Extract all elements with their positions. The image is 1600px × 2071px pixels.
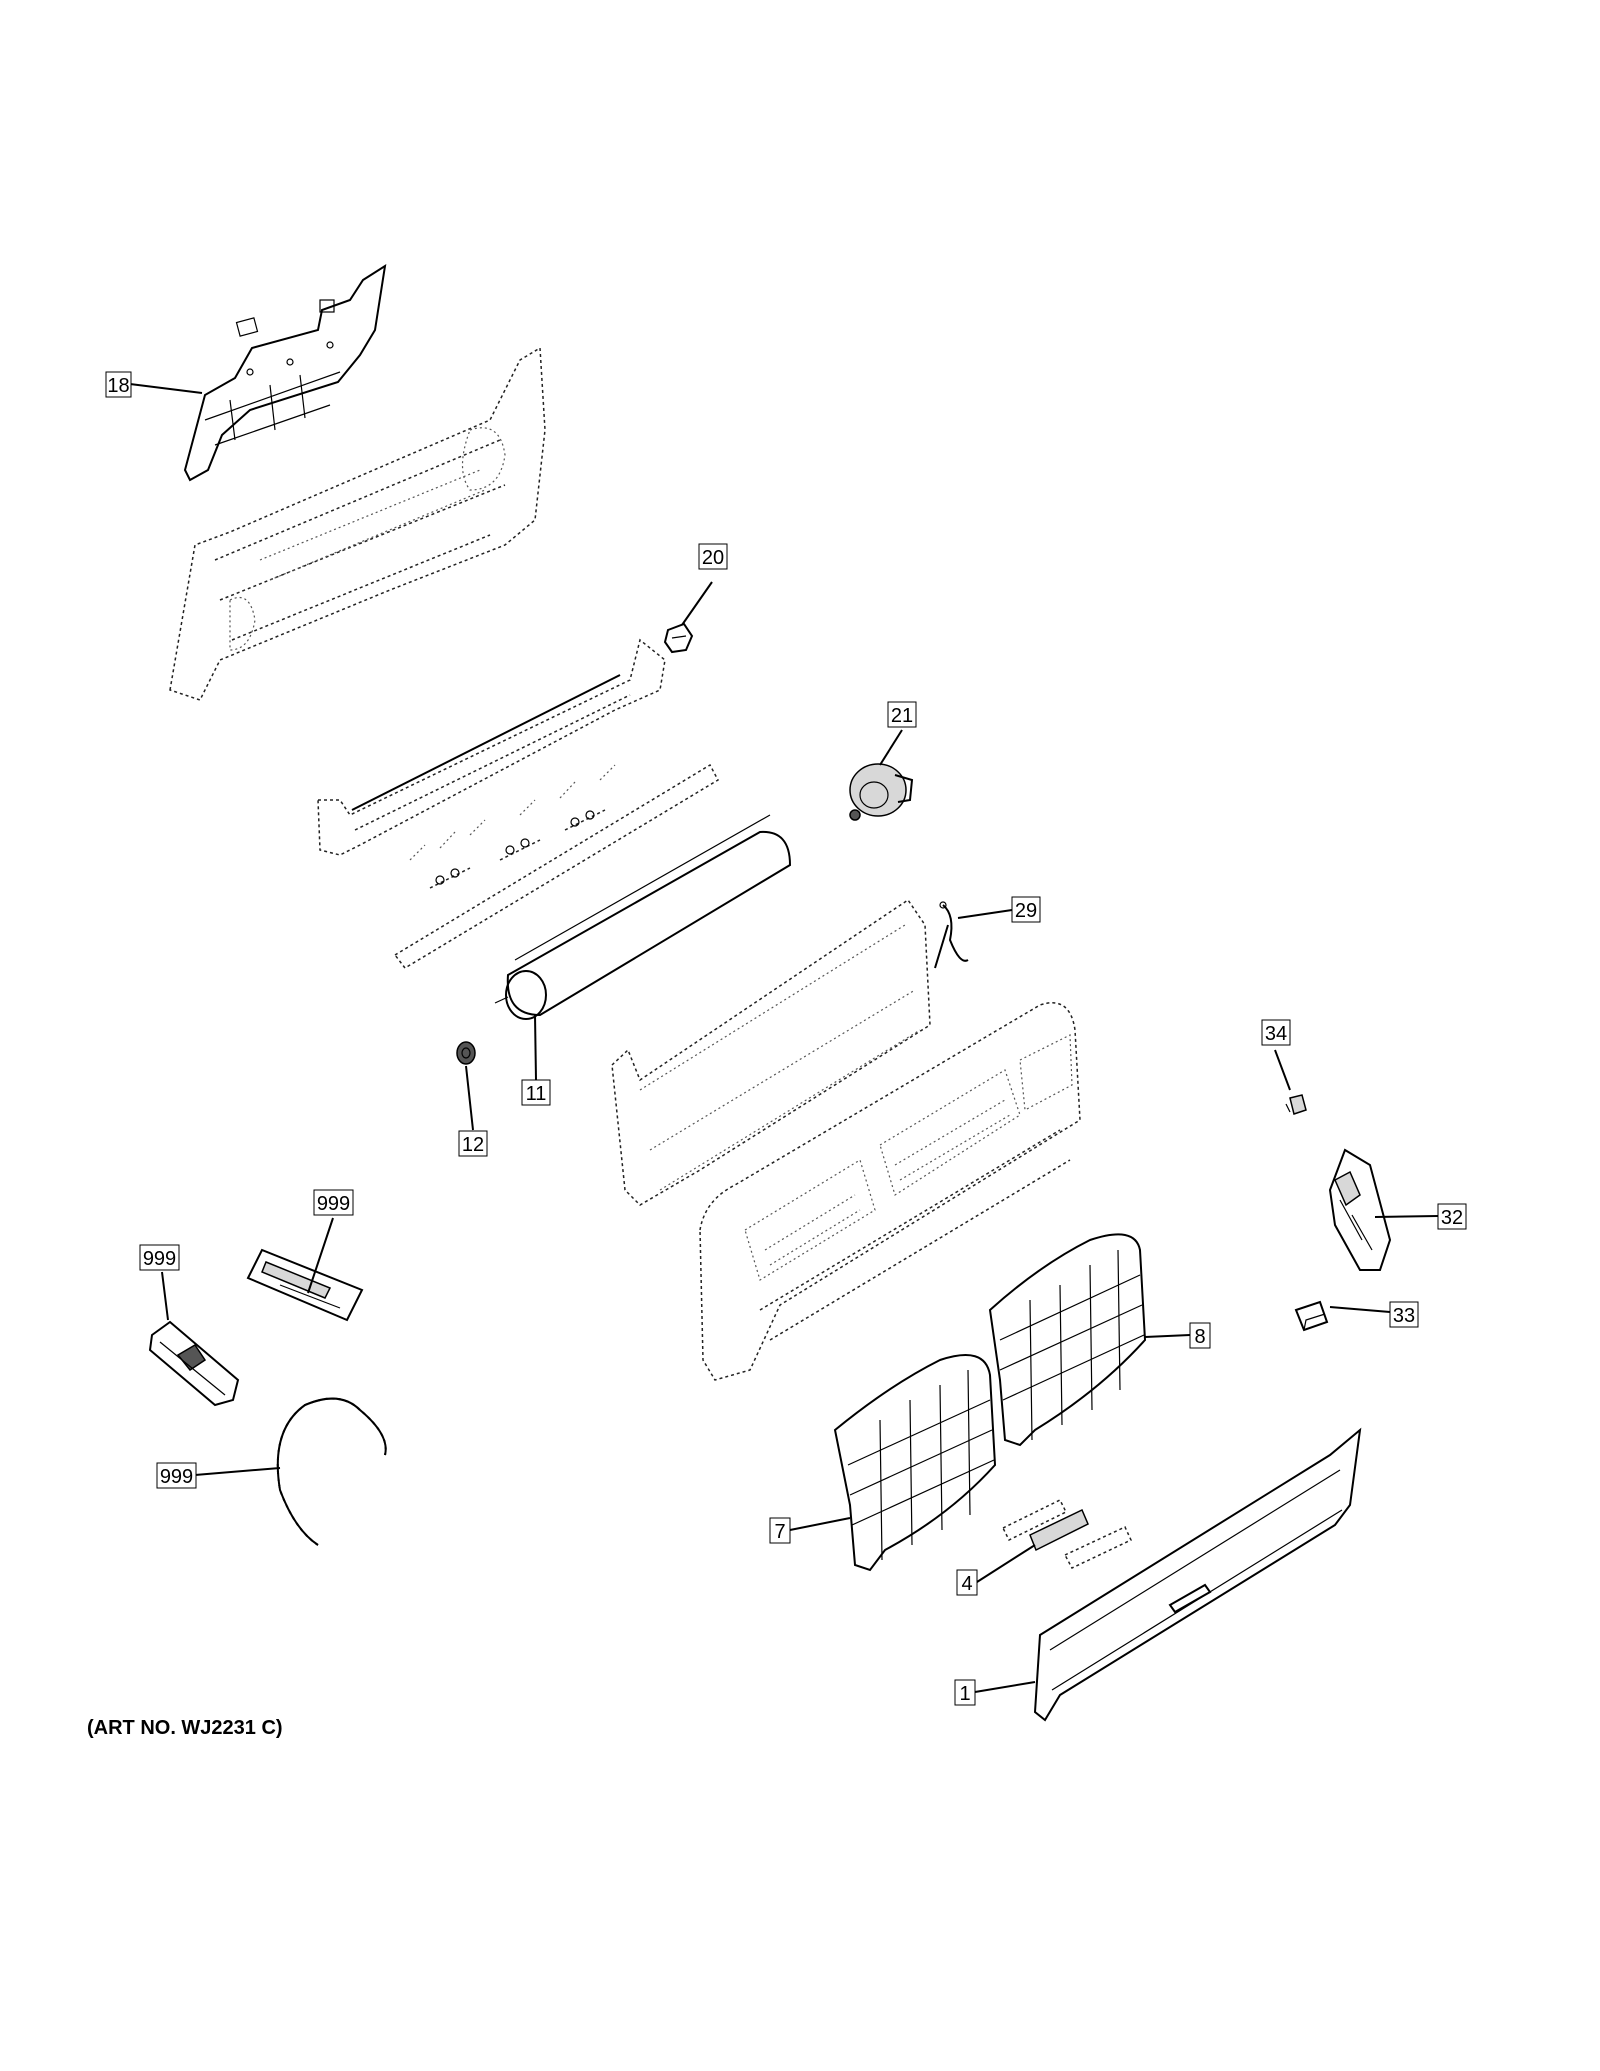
callout-32-text: 32: [1441, 1207, 1463, 1229]
part-11-blower-wheel: [494, 814, 792, 1020]
callout-999-remote: 999: [139, 1244, 180, 1271]
evaporator-frame: [611, 898, 931, 1206]
part-32-control-board: [1328, 1148, 1392, 1271]
part-1-front-panel: [1033, 1427, 1362, 1722]
callout-7: 7: [769, 1517, 791, 1544]
chassis-outline: [169, 346, 546, 701]
part-33-cover: [1294, 1300, 1329, 1332]
callout-1-text: 1: [959, 1683, 970, 1705]
part-999-remote: [148, 1320, 240, 1407]
callout-999-label-text: 999: [317, 1193, 350, 1215]
art-number: (ART NO. WJ2231 C): [87, 1717, 283, 1739]
part-12-bearing: [456, 1041, 476, 1065]
callout-999-label: 999: [313, 1189, 354, 1216]
callout-11-text: 11: [526, 1083, 547, 1105]
part-34-clip: [1285, 1094, 1307, 1115]
callout-32: 32: [1437, 1203, 1467, 1230]
callout-21-text: 21: [891, 705, 913, 727]
callout-33-text: 33: [1393, 1305, 1415, 1327]
callout-999-remote-text: 999: [143, 1248, 176, 1270]
callout-4-text: 4: [961, 1573, 972, 1595]
callout-18: 18: [105, 371, 132, 398]
part-29-sensor: [934, 901, 969, 969]
part-18-mounting-plate: [183, 263, 387, 482]
part-7-left-filter: [833, 1354, 997, 1572]
callout-8-text: 8: [1194, 1326, 1205, 1348]
callout-1: 1: [954, 1679, 976, 1706]
callout-999-hose-text: 999: [160, 1466, 193, 1488]
callout-12-text: 12: [462, 1134, 484, 1156]
callout-7-text: 7: [774, 1521, 785, 1543]
callout-21: 21: [887, 701, 917, 728]
part-999-drain-hose: [276, 1397, 387, 1546]
callout-29: 29: [1011, 896, 1041, 923]
leader-lines: [129, 383, 1439, 1693]
part-21-fan-motor: [849, 763, 914, 821]
callout-20-text: 20: [702, 547, 724, 569]
front-grille-frame: [699, 1002, 1081, 1381]
part-20-bracket: [663, 622, 694, 654]
callout-4: 4: [956, 1569, 978, 1596]
callout-18-text: 18: [107, 375, 129, 397]
callout-8: 8: [1189, 1322, 1211, 1349]
part-4-display-board: [1001, 1498, 1132, 1569]
callout-12: 12: [458, 1130, 488, 1157]
part-999-label: [246, 1248, 364, 1322]
part-8-right-filter: [988, 1233, 1147, 1447]
callout-11: 11: [521, 1079, 551, 1106]
callout-29-text: 29: [1015, 900, 1037, 922]
callout-34: 34: [1261, 1019, 1291, 1046]
callout-34-text: 34: [1265, 1023, 1287, 1045]
louver-assembly: [317, 638, 719, 969]
callout-20: 20: [698, 543, 728, 570]
callout-999-hose: 999: [156, 1462, 197, 1489]
callout-33: 33: [1389, 1301, 1419, 1328]
